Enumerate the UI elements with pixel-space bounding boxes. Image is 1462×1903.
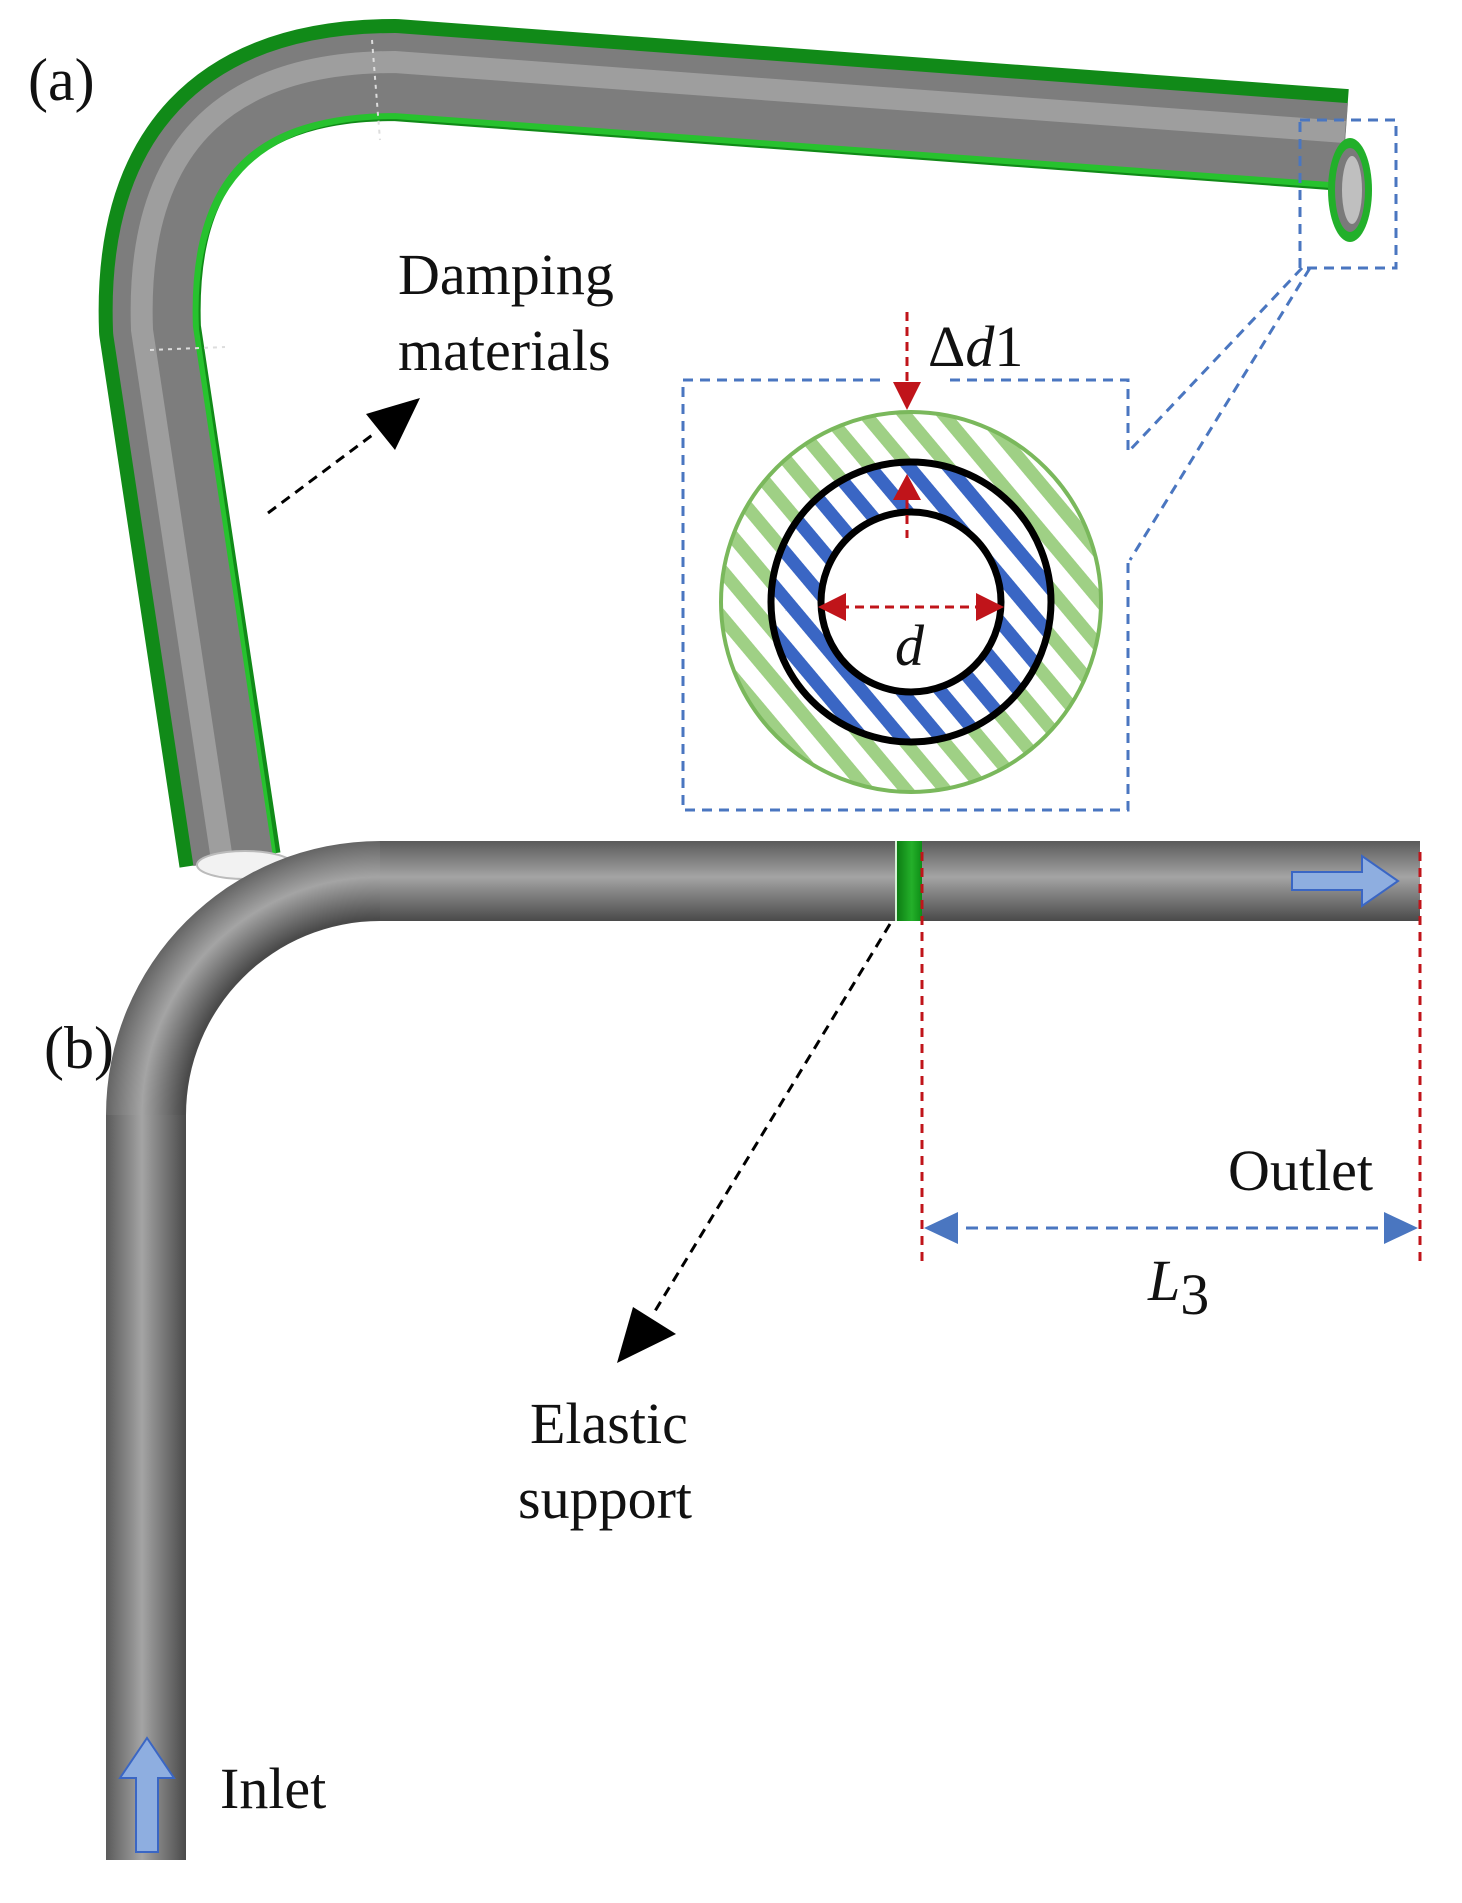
pipe-bore [821, 512, 1001, 692]
elastic-pointer-arrowhead [617, 1307, 676, 1363]
pipe-inner-circle [817, 508, 1005, 696]
inlet-label: Inlet [220, 1756, 326, 1821]
panel-b: (b) Outlet L3 Elastic support Inlet [44, 841, 1422, 1860]
section-line [149, 346, 226, 351]
l3-arrow-right [1384, 1212, 1418, 1244]
delta-d1-bottom-arrowhead [893, 474, 921, 500]
damping-pointer-line [267, 431, 376, 515]
diameter-arrow-right [976, 593, 1004, 621]
pipe-bend [106, 841, 380, 1115]
damped-pipe-shine [130, 50, 1346, 862]
delta-d1-label: Δd1 [928, 314, 1023, 379]
damping-label-line1: Damping [398, 242, 614, 307]
diameter-arrow-left [818, 593, 846, 621]
section-line [371, 39, 381, 141]
panel-a-label: (a) [28, 47, 95, 113]
damping-label-line2: materials [398, 318, 611, 383]
damping-material-layer [98, 19, 1349, 868]
elastic-label-line2: support [518, 1466, 692, 1531]
pipe-outer-circle [767, 458, 1055, 746]
damping-outer-circle [719, 410, 1103, 794]
damping-pointer-arrowhead [366, 398, 420, 450]
cross-section-frame [681, 378, 1130, 812]
panel-a: (a) Damping materials [28, 19, 1398, 880]
diameter-label: d [895, 613, 925, 678]
elastic-label-line1: Elastic [530, 1391, 688, 1456]
zoom-line-bottom [1128, 267, 1312, 561]
elastic-support-band [896, 841, 922, 921]
cross-section [719, 410, 1103, 794]
outlet-label: Outlet [1228, 1138, 1373, 1203]
elastic-pointer-line [650, 923, 892, 1317]
damped-pipe-body [112, 33, 1348, 866]
detail-source-box [1298, 118, 1398, 270]
zoom-line-top [1128, 266, 1304, 452]
pipe-vertical-leg [106, 1115, 186, 1860]
delta-d1-top-arrowhead [893, 382, 921, 410]
pipe-right-end [1328, 138, 1372, 242]
l3-label: L3 [1147, 1248, 1209, 1327]
inlet-flow-arrow [118, 1736, 176, 1853]
l3-arrow-left [924, 1212, 958, 1244]
panel-b-label: (b) [44, 1015, 114, 1081]
outlet-flow-arrow [1291, 854, 1400, 908]
